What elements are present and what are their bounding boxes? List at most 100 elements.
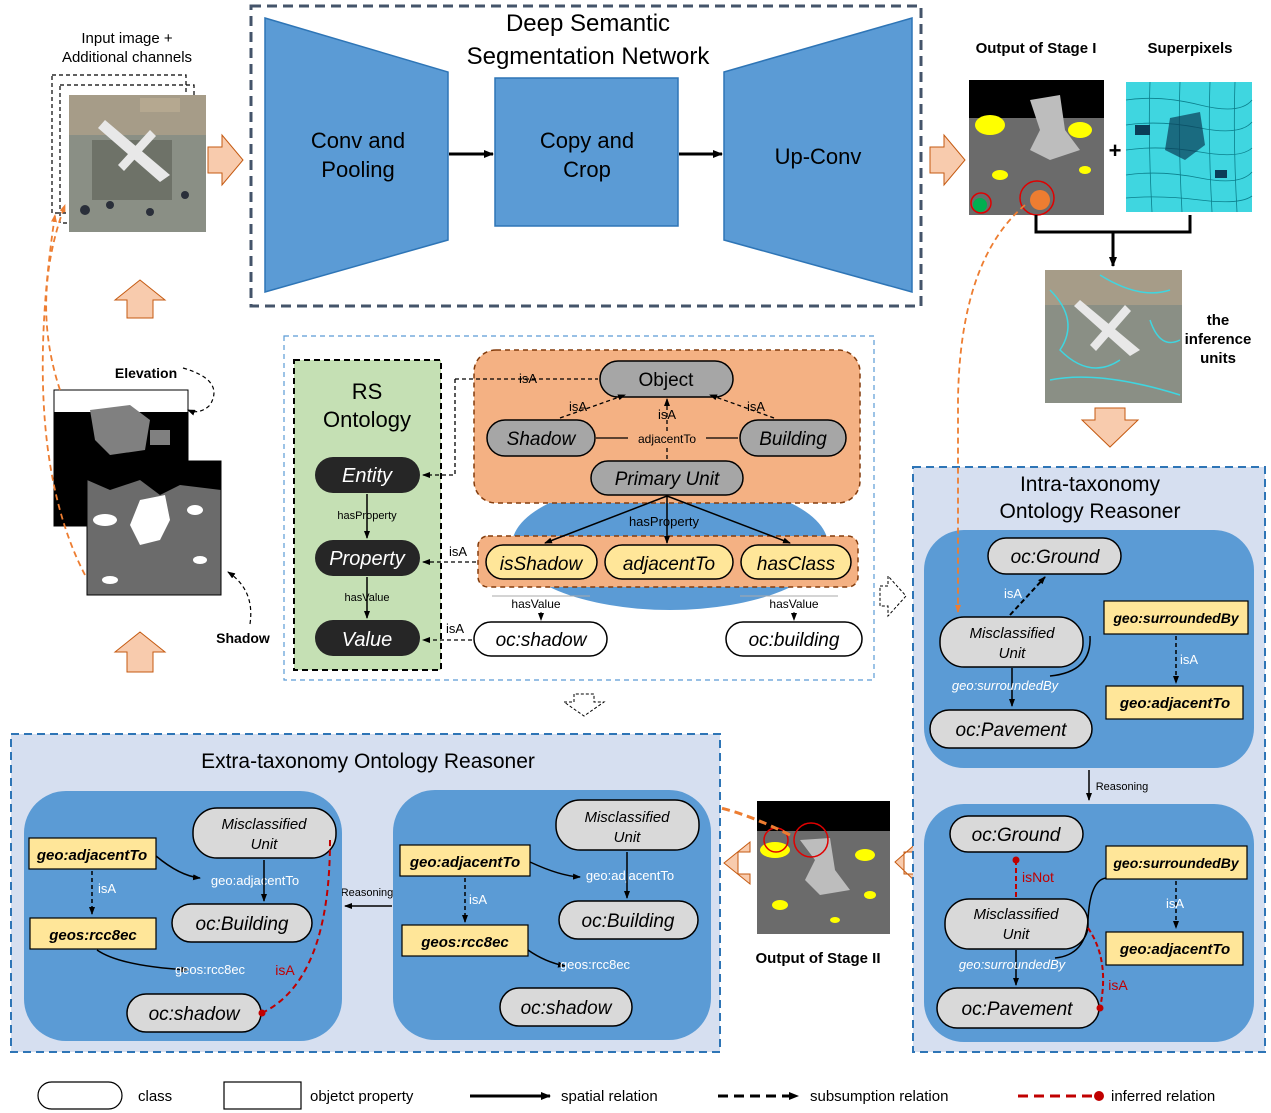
- intra-isa-ground: [1009, 576, 1046, 616]
- extra-after-oc-building-label: oc:Building: [196, 914, 289, 935]
- has-value-right-label: hasValue: [769, 597, 818, 611]
- extra-before-adjacent-link: [529, 861, 581, 880]
- building-class-label: Building: [759, 429, 827, 450]
- rs-title-line1: RS: [352, 379, 383, 404]
- building-class-node: [739, 419, 847, 457]
- intra-after-oc-ground-node: [949, 815, 1084, 853]
- ontology-panel: [283, 335, 875, 681]
- property-node: [315, 540, 420, 576]
- block-arrow-up-bottom: [113, 631, 167, 673]
- extra-after-rcc8ec-link: [96, 949, 189, 973]
- has-value-left-label: hasValue: [511, 597, 560, 611]
- elevation-feedback-line: [45, 204, 66, 391]
- legend-spatial-label: spatial relation: [561, 1088, 658, 1105]
- building-isa-label: isA: [747, 399, 765, 414]
- extra-before-misclassified-node: [555, 799, 700, 851]
- conv-label-line2: Pooling: [321, 157, 394, 182]
- legend-property-swatch: [223, 1081, 302, 1110]
- up-conv-block: [723, 17, 913, 293]
- elevation-arrow: [182, 367, 215, 416]
- block-arrow-network-to-output: [929, 133, 966, 187]
- extra-after-rcc8ec-box: [29, 917, 157, 950]
- superpixels-label: Superpixels: [1147, 40, 1232, 57]
- legend-inferred-label: inferred relation: [1111, 1088, 1215, 1105]
- shadow-isa-object: [559, 394, 626, 419]
- is-shadow-label: isShadow: [500, 554, 584, 575]
- intra-geo-adjacent-box: [1105, 685, 1244, 720]
- intra-after-surrounded-edge-label: geo:surroundedBy: [959, 957, 1067, 972]
- extra-before-rcc8ec-label: geos:rcc8ec: [420, 934, 509, 951]
- intra-after-geo-surrounded-box: [1105, 845, 1248, 880]
- center-has-property: hasProperty: [629, 514, 700, 529]
- merge-connector: [1034, 215, 1192, 234]
- input-title-line2: Additional channels: [62, 49, 192, 66]
- shadow-image: [86, 460, 222, 596]
- value-label: Value: [342, 629, 392, 651]
- intra-title-line1: Intra-taxonomy: [1020, 473, 1161, 496]
- dashed-arrow-right: [879, 574, 907, 618]
- stage2-output-image: [757, 801, 890, 934]
- intra-geo-surrounded-box: [1103, 600, 1249, 635]
- entity-node: [315, 457, 420, 493]
- primary-unit-node: [590, 460, 744, 496]
- extra-after-rcc8ec-label: geos:rcc8ec: [48, 927, 137, 944]
- extra-before-rcc8ec-box: [401, 924, 529, 957]
- object-node: [599, 360, 734, 398]
- adjacent-to-node: [604, 544, 734, 580]
- extra-before-adjacent-edge-label: geo:adjacentTo: [586, 868, 674, 883]
- value-node: [315, 620, 420, 656]
- primary-unit-label: Primary Unit: [615, 469, 720, 490]
- adjacent-small-label: adjacentTo: [638, 432, 696, 446]
- block-arrow-input-to-network: [207, 133, 244, 187]
- shadow-arrow: [227, 571, 252, 625]
- legend-class-swatch: [37, 1081, 123, 1110]
- object-isa-entity: [422, 379, 456, 478]
- is-shadow-node: [485, 544, 598, 580]
- unit-isa-label: isA: [658, 407, 676, 422]
- adjacent-label-bg: [628, 431, 706, 446]
- shadow-class-label: Shadow: [507, 429, 577, 450]
- extra-before-rcc8ec-edge-label: geos:rcc8ec: [560, 957, 631, 972]
- extra-before-rcc8ec-link: [527, 949, 566, 968]
- block-arrow-left-extra: [723, 840, 751, 886]
- intra-misc-line1: Misclassified: [969, 625, 1055, 642]
- extra-after-adjacent-edge-label: geo:adjacentTo: [211, 873, 299, 888]
- object-isa-label: isA: [519, 371, 537, 386]
- copy-crop-block: [494, 77, 679, 227]
- rs-has-value: hasValue: [344, 592, 389, 604]
- extra-before-oc-building-node: [558, 900, 699, 940]
- input-image-stack: [51, 74, 206, 232]
- property-label: Property: [329, 548, 406, 570]
- stage1-output-image: [969, 80, 1104, 216]
- elevation-label: Elevation: [115, 365, 177, 381]
- intra-inferred-isa-link: [1087, 927, 1105, 1012]
- extra-before-geo-adjacent-box: [399, 844, 531, 877]
- intra-after-geo-adjacent-label: geo:adjacentTo: [1119, 941, 1230, 958]
- legend-subsumption-label: subsumption relation: [810, 1088, 948, 1105]
- shadow-class-node: [486, 419, 596, 457]
- conv-label-line1: Conv and: [311, 128, 405, 153]
- stage1-output-label: Output of Stage I: [976, 40, 1097, 57]
- copy-label-line2: Crop: [563, 157, 611, 182]
- unit-to-hasclass: [666, 495, 791, 544]
- extra-after-geo-adjacent-box: [28, 837, 157, 870]
- building-isa-object: [709, 394, 775, 419]
- input-title-line1: Input image +: [81, 30, 173, 47]
- extra-after-isa-label: isA: [98, 881, 116, 896]
- has-class-node: [740, 544, 852, 580]
- extra-after-geo-adjacent-label: geo:adjacentTo: [36, 847, 147, 864]
- intra-oc-pavement-node: [929, 709, 1093, 749]
- intra-title-line2: Ontology Reasoner: [1000, 500, 1181, 523]
- extra-before-isa-label: isA: [469, 892, 487, 907]
- entity-label: Entity: [342, 465, 393, 487]
- intra-oc-pavement-label: oc:Pavement: [956, 720, 1068, 741]
- inference-line2: inference: [1185, 331, 1252, 348]
- network-panel: [249, 4, 923, 308]
- intra-after-misc-line1: Misclassified: [973, 906, 1059, 923]
- shadow-label: Shadow: [216, 630, 270, 646]
- inference-line3: units: [1200, 350, 1236, 367]
- extra-before-oc-building-label: oc:Building: [582, 911, 675, 932]
- block-arrow-up-top: [113, 279, 167, 319]
- conv-pooling-block: [264, 16, 449, 293]
